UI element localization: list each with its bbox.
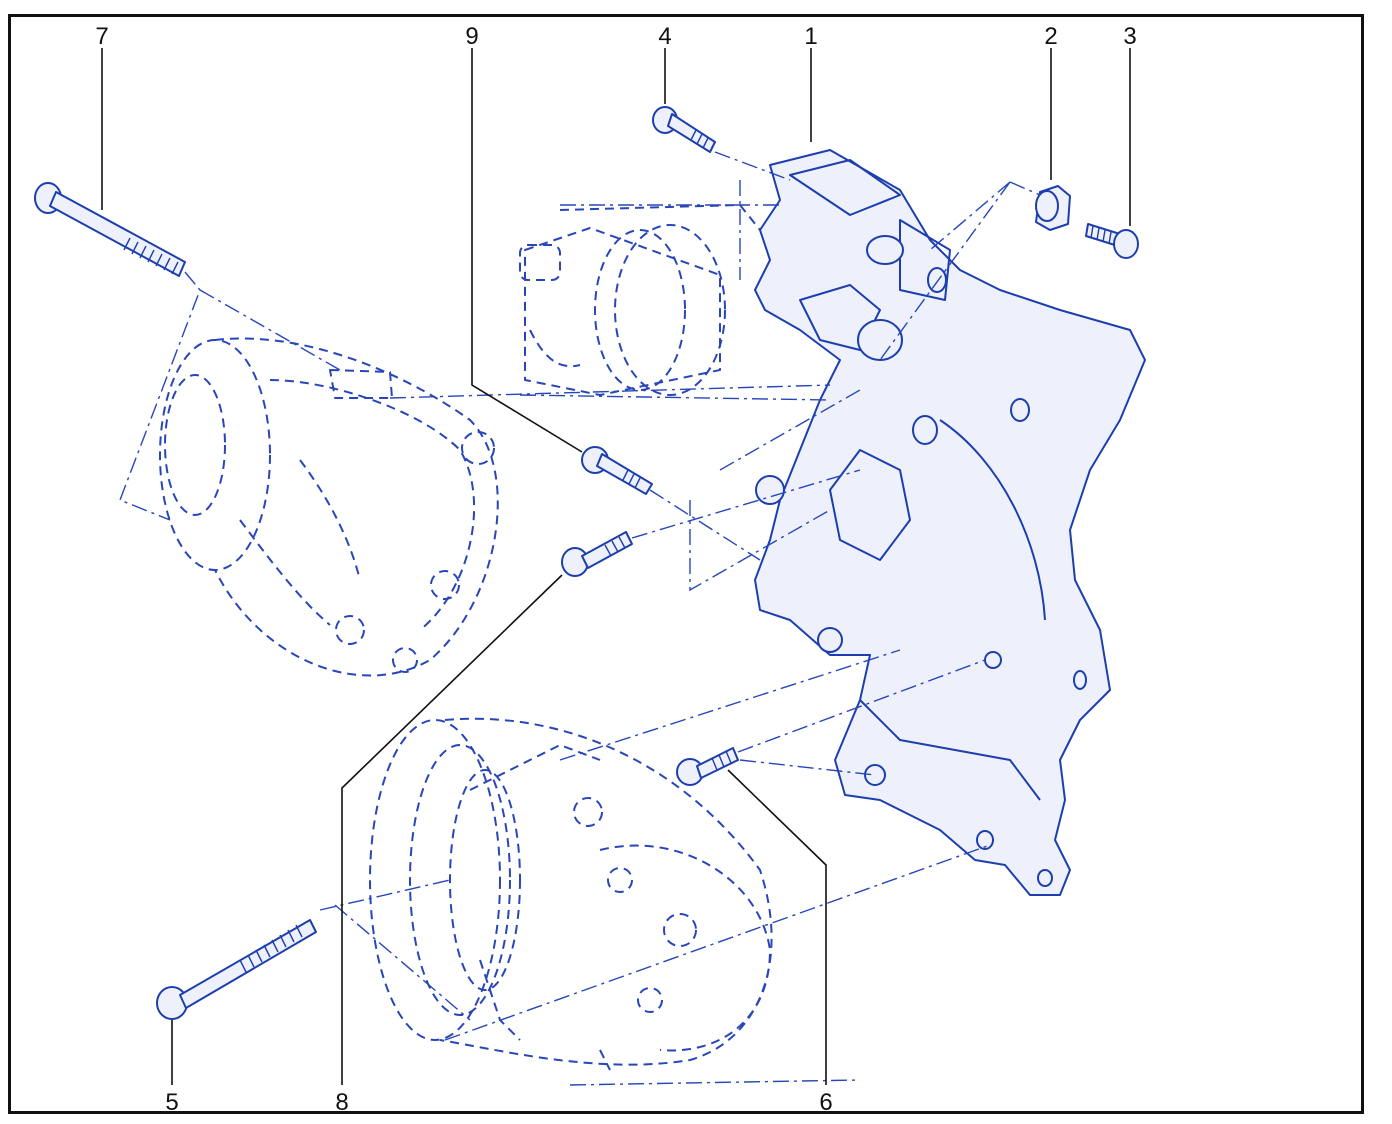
generator-outline xyxy=(159,337,499,677)
callout-2-label: 2 xyxy=(1044,23,1057,50)
bolt-9 xyxy=(581,446,653,495)
bolt-5 xyxy=(156,919,317,1020)
bolt-3 xyxy=(1085,223,1139,259)
spacer-sleeve xyxy=(1035,185,1071,231)
bolt-4 xyxy=(652,106,716,153)
callout-6-label: 6 xyxy=(819,1089,832,1116)
callout-1: 1 xyxy=(804,23,818,142)
callout-8-label: 8 xyxy=(335,1089,348,1116)
compressor-outline xyxy=(369,717,773,1071)
callout-8: 8 xyxy=(335,574,563,1116)
callout-9: 9 xyxy=(465,23,583,453)
callout-5-label: 5 xyxy=(165,1089,178,1116)
mounting-bracket xyxy=(754,149,1146,896)
callout-2: 2 xyxy=(1044,23,1058,180)
callout-4-label: 4 xyxy=(658,23,671,50)
alignment-lines xyxy=(119,151,1041,1086)
callout-6: 6 xyxy=(727,769,833,1116)
bolt-8 xyxy=(561,531,633,577)
bolt-7 xyxy=(34,182,186,277)
callout-9-label: 9 xyxy=(465,23,478,50)
callout-1-label: 1 xyxy=(804,23,817,50)
callout-7: 7 xyxy=(95,23,109,210)
callout-7-label: 7 xyxy=(95,23,108,50)
pump-outline xyxy=(519,204,761,396)
callout-3: 3 xyxy=(1123,23,1137,226)
callout-3-label: 3 xyxy=(1123,23,1136,50)
callout-5: 5 xyxy=(165,1020,179,1116)
bolt-6 xyxy=(676,747,739,786)
callout-4: 4 xyxy=(658,23,672,104)
diagram-frame xyxy=(8,14,1364,1114)
